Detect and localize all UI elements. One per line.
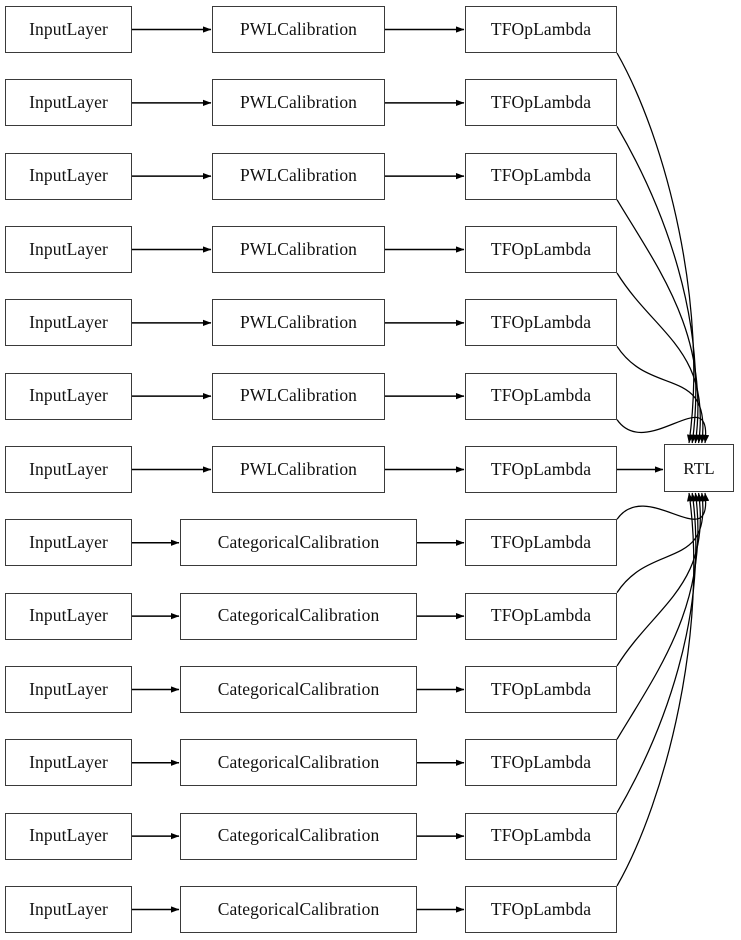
node-calibration-7[interactable]: PWLCalibration xyxy=(212,445,385,493)
node-calibration-9[interactable]: CategoricalCalibration xyxy=(180,592,417,640)
node-calibration-8-label: CategoricalCalibration xyxy=(217,532,380,553)
node-calibration-6-label: PWLCalibration xyxy=(239,385,358,406)
node-input-layer-12[interactable]: InputLayer xyxy=(5,812,132,860)
node-tfoplambda-3[interactable]: TFOpLambda xyxy=(465,152,617,200)
node-tfoplambda-5[interactable]: TFOpLambda xyxy=(465,299,617,347)
node-input-layer-8[interactable]: InputLayer xyxy=(5,519,132,567)
node-input-layer-7[interactable]: InputLayer xyxy=(5,445,132,493)
node-input-layer-10-label: InputLayer xyxy=(29,678,108,699)
node-input-layer-6-label: InputLayer xyxy=(29,385,108,406)
node-calibration-6[interactable]: PWLCalibration xyxy=(212,372,385,420)
node-tfoplambda-13[interactable]: TFOpLambda xyxy=(465,885,617,933)
node-tfoplambda-3-label: TFOpLambda xyxy=(490,165,592,186)
node-input-layer-9[interactable]: InputLayer xyxy=(5,592,132,640)
node-tfoplambda-9[interactable]: TFOpLambda xyxy=(465,592,617,640)
node-tfoplambda-7[interactable]: TFOpLambda xyxy=(465,445,617,493)
node-tfoplambda-9-label: TFOpLambda xyxy=(490,605,592,626)
node-tfoplambda-10-label: TFOpLambda xyxy=(490,678,592,699)
node-tfoplambda-1-label: TFOpLambda xyxy=(490,18,592,39)
node-tfoplambda-8[interactable]: TFOpLambda xyxy=(465,519,617,567)
node-tfoplambda-1[interactable]: TFOpLambda xyxy=(465,6,617,53)
node-input-layer-1[interactable]: InputLayer xyxy=(5,6,132,53)
node-input-layer-3[interactable]: InputLayer xyxy=(5,152,132,200)
node-tfoplambda-10[interactable]: TFOpLambda xyxy=(465,665,617,713)
node-tfoplambda-2-label: TFOpLambda xyxy=(490,92,592,113)
node-tfoplambda-4[interactable]: TFOpLambda xyxy=(465,225,617,273)
node-rtl-output-label: RTL xyxy=(683,458,715,478)
node-calibration-9-label: CategoricalCalibration xyxy=(217,605,380,626)
node-calibration-11-label: CategoricalCalibration xyxy=(217,752,380,773)
node-calibration-13-label: CategoricalCalibration xyxy=(217,898,380,919)
node-tfoplambda-6[interactable]: TFOpLambda xyxy=(465,372,617,420)
node-tfoplambda-12[interactable]: TFOpLambda xyxy=(465,812,617,860)
node-calibration-2[interactable]: PWLCalibration xyxy=(212,79,385,127)
node-calibration-10-label: CategoricalCalibration xyxy=(217,678,380,699)
node-calibration-8[interactable]: CategoricalCalibration xyxy=(180,519,417,567)
node-calibration-1-label: PWLCalibration xyxy=(239,18,358,39)
node-tfoplambda-11-label: TFOpLambda xyxy=(490,752,592,773)
node-calibration-13[interactable]: CategoricalCalibration xyxy=(180,885,417,933)
node-tfoplambda-4-label: TFOpLambda xyxy=(490,238,592,259)
node-input-layer-5-label: InputLayer xyxy=(29,312,108,333)
node-input-layer-2[interactable]: InputLayer xyxy=(5,79,132,127)
node-input-layer-11-label: InputLayer xyxy=(29,752,108,773)
node-input-layer-1-label: InputLayer xyxy=(29,18,108,39)
node-calibration-5-label: PWLCalibration xyxy=(239,312,358,333)
node-input-layer-9-label: InputLayer xyxy=(29,605,108,626)
node-input-layer-11[interactable]: InputLayer xyxy=(5,739,132,787)
node-tfoplambda-5-label: TFOpLambda xyxy=(490,312,592,333)
node-calibration-5[interactable]: PWLCalibration xyxy=(212,299,385,347)
node-tfoplambda-6-label: TFOpLambda xyxy=(490,385,592,406)
node-input-layer-2-label: InputLayer xyxy=(29,92,108,113)
node-input-layer-7-label: InputLayer xyxy=(29,458,108,479)
node-input-layer-4[interactable]: InputLayer xyxy=(5,225,132,273)
node-calibration-11[interactable]: CategoricalCalibration xyxy=(180,739,417,787)
node-input-layer-3-label: InputLayer xyxy=(29,165,108,186)
node-tfoplambda-11[interactable]: TFOpLambda xyxy=(465,739,617,787)
node-calibration-7-label: PWLCalibration xyxy=(239,458,358,479)
node-calibration-3[interactable]: PWLCalibration xyxy=(212,152,385,200)
node-calibration-2-label: PWLCalibration xyxy=(239,92,358,113)
node-calibration-1[interactable]: PWLCalibration xyxy=(212,6,385,53)
node-tfoplambda-12-label: TFOpLambda xyxy=(490,825,592,846)
node-tfoplambda-2[interactable]: TFOpLambda xyxy=(465,79,617,127)
node-input-layer-4-label: InputLayer xyxy=(29,238,108,259)
node-calibration-12-label: CategoricalCalibration xyxy=(217,825,380,846)
node-calibration-12[interactable]: CategoricalCalibration xyxy=(180,812,417,860)
node-input-layer-13-label: InputLayer xyxy=(29,898,108,919)
node-rtl-output[interactable]: RTL xyxy=(664,444,734,492)
node-tfoplambda-8-label: TFOpLambda xyxy=(490,532,592,553)
node-input-layer-10[interactable]: InputLayer xyxy=(5,665,132,713)
node-input-layer-6[interactable]: InputLayer xyxy=(5,372,132,420)
node-calibration-3-label: PWLCalibration xyxy=(239,165,358,186)
node-calibration-4-label: PWLCalibration xyxy=(239,238,358,259)
node-input-layer-8-label: InputLayer xyxy=(29,532,108,553)
node-calibration-4[interactable]: PWLCalibration xyxy=(212,225,385,273)
node-tfoplambda-13-label: TFOpLambda xyxy=(490,898,592,919)
node-input-layer-12-label: InputLayer xyxy=(29,825,108,846)
node-tfoplambda-7-label: TFOpLambda xyxy=(490,458,592,479)
node-input-layer-13[interactable]: InputLayer xyxy=(5,885,132,933)
node-calibration-10[interactable]: CategoricalCalibration xyxy=(180,665,417,713)
node-input-layer-5[interactable]: InputLayer xyxy=(5,299,132,347)
